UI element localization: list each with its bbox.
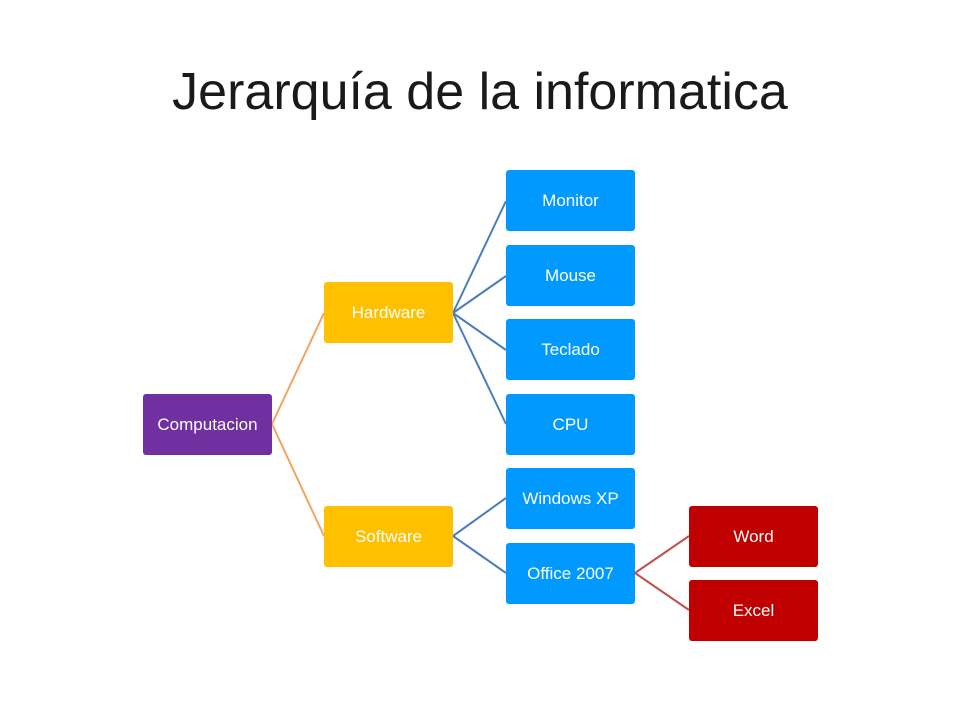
node-monitor: Monitor: [506, 170, 635, 231]
node-cpu: CPU: [506, 394, 635, 455]
node-word: Word: [689, 506, 818, 567]
slide-title: Jerarquía de la informatica: [172, 63, 788, 121]
connector-office-word: [634, 535, 690, 574]
connector-hardware-teclado: [452, 312, 507, 351]
connector-software-windows: [452, 497, 507, 537]
node-mouse: Mouse: [506, 245, 635, 306]
connector-hardware-mouse: [452, 275, 507, 314]
node-excel: Excel: [689, 580, 818, 641]
connector-computacion-hardware: [271, 312, 325, 425]
connector-computacion-software: [271, 423, 325, 537]
node-hardware: Hardware: [324, 282, 453, 343]
node-teclado: Teclado: [506, 319, 635, 380]
node-software: Software: [324, 506, 453, 567]
connector-software-office: [452, 535, 507, 574]
node-computacion: Computacion: [143, 394, 272, 455]
node-office-2007: Office 2007: [506, 543, 635, 604]
connector-hardware-cpu: [452, 312, 507, 425]
connector-hardware-monitor: [452, 200, 507, 314]
node-windows-xp: Windows XP: [506, 468, 635, 529]
connector-office-excel: [634, 572, 690, 611]
